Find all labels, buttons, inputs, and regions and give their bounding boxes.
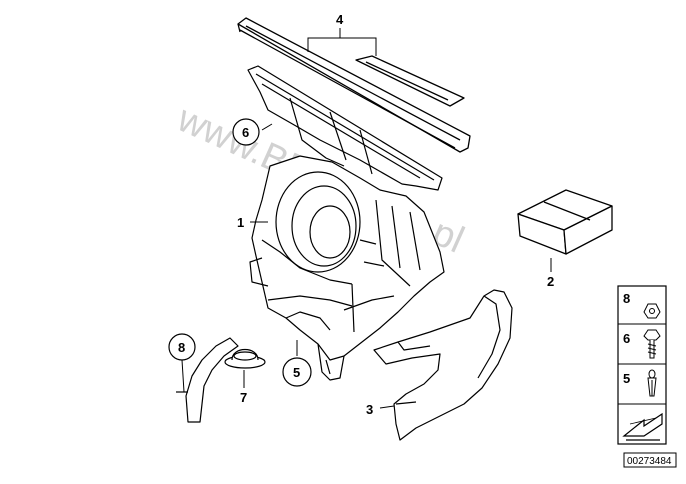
leader-lines xyxy=(181,28,552,409)
small-seal-part-4 xyxy=(355,55,465,107)
duct-cover-part-3 xyxy=(373,289,513,441)
hose-part-8 xyxy=(176,337,239,423)
housing-part-1 xyxy=(247,65,445,381)
callout-6-circle: 6 xyxy=(232,118,260,146)
seal-strip-part-4 xyxy=(237,17,471,153)
filter-box-part-2 xyxy=(517,189,613,255)
callout-8: 8 xyxy=(178,340,185,355)
callout-2: 2 xyxy=(547,274,554,289)
callout-6: 6 xyxy=(242,125,249,140)
callout-1: 1 xyxy=(237,215,244,230)
arrow-indicator-icon xyxy=(622,412,663,441)
push-nut-icon xyxy=(643,303,661,319)
reference-code-box: 00273484 xyxy=(623,452,677,468)
grommet-part-7 xyxy=(224,348,266,369)
callout-3: 3 xyxy=(366,402,373,417)
legend-panel: 8 6 5 xyxy=(617,285,667,445)
hex-screw-icon xyxy=(643,329,661,359)
legend-number-8: 8 xyxy=(623,291,630,306)
callout-8-circle: 8 xyxy=(168,333,196,361)
callout-5: 5 xyxy=(293,365,300,380)
callout-7: 7 xyxy=(240,390,247,405)
legend-number-6: 6 xyxy=(623,331,630,346)
callout-4: 4 xyxy=(336,12,344,27)
reference-code: 00273484 xyxy=(627,456,672,467)
legend-number-5: 5 xyxy=(623,371,630,386)
expanding-rivet-icon xyxy=(647,369,657,397)
callout-5-circle: 5 xyxy=(282,357,312,387)
